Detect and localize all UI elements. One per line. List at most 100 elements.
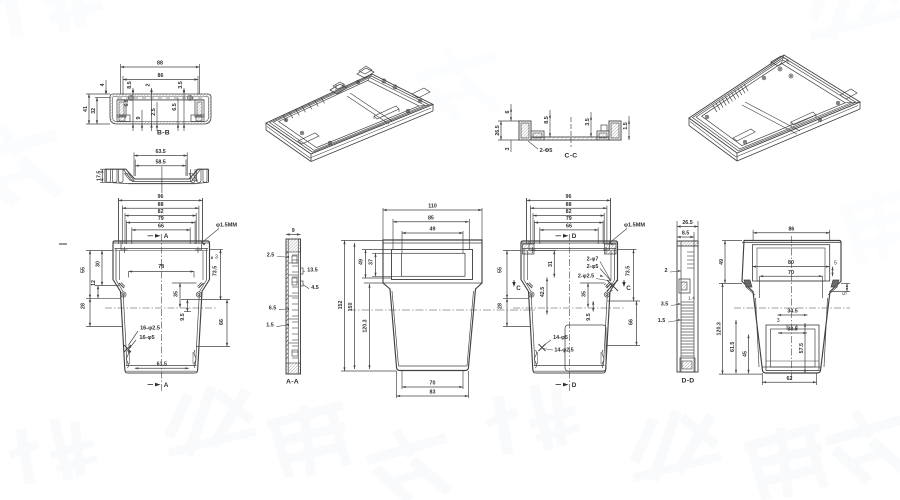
svg-text:35: 35 xyxy=(174,291,180,297)
svg-text:66: 66 xyxy=(158,224,164,230)
svg-text:4: 4 xyxy=(100,84,106,87)
svg-text:3.5: 3.5 xyxy=(178,81,184,89)
svg-text:2.5: 2.5 xyxy=(267,253,275,259)
svg-text:57.5: 57.5 xyxy=(799,343,805,353)
svg-text:2.5: 2.5 xyxy=(151,108,157,116)
svg-text:9.5: 9.5 xyxy=(180,313,186,320)
svg-text:3.5: 3.5 xyxy=(661,302,669,308)
svg-text:49: 49 xyxy=(719,259,725,265)
svg-text:45: 45 xyxy=(743,351,749,357)
svg-text:3: 3 xyxy=(777,318,780,324)
svg-text:110: 110 xyxy=(428,204,437,210)
svg-text:A: A xyxy=(164,382,169,389)
svg-text:1.5: 1.5 xyxy=(658,318,666,324)
svg-text:6: 6 xyxy=(505,111,511,114)
svg-text:73.5: 73.5 xyxy=(213,266,219,276)
svg-text:88: 88 xyxy=(566,202,572,208)
svg-text:3: 3 xyxy=(505,148,511,151)
svg-text:55: 55 xyxy=(81,267,87,273)
svg-text:33.5: 33.5 xyxy=(787,327,797,333)
svg-text:79: 79 xyxy=(566,216,572,222)
svg-text:13.5: 13.5 xyxy=(307,268,318,274)
svg-text:2-φ5: 2-φ5 xyxy=(587,264,599,270)
svg-text:D: D xyxy=(572,382,577,389)
svg-text:2-Φ5: 2-Φ5 xyxy=(540,148,553,154)
svg-text:96: 96 xyxy=(158,194,164,200)
svg-text:4.5: 4.5 xyxy=(311,285,319,291)
svg-text:1.4: 1.4 xyxy=(688,296,695,302)
svg-text:83: 83 xyxy=(430,390,436,396)
svg-text:6.5: 6.5 xyxy=(172,103,178,111)
svg-text:152: 152 xyxy=(338,301,344,310)
svg-text:61.5: 61.5 xyxy=(730,342,736,352)
svg-text:12: 12 xyxy=(91,280,97,286)
svg-text:120.3: 120.3 xyxy=(717,322,723,335)
svg-text:2-φ7: 2-φ7 xyxy=(587,257,599,263)
svg-text:49: 49 xyxy=(359,259,365,265)
svg-text:C: C xyxy=(626,285,631,292)
svg-text:70: 70 xyxy=(788,270,794,276)
svg-text:86: 86 xyxy=(788,226,794,232)
svg-text:6.5: 6.5 xyxy=(124,99,130,106)
svg-text:35: 35 xyxy=(582,291,588,297)
svg-text:88: 88 xyxy=(157,61,163,67)
svg-text:41: 41 xyxy=(83,106,89,112)
svg-text:86: 86 xyxy=(158,73,164,79)
svg-text:16-φ5: 16-φ5 xyxy=(139,335,154,341)
svg-text:2: 2 xyxy=(146,84,152,87)
svg-text:30: 30 xyxy=(96,261,102,267)
svg-text:8.5: 8.5 xyxy=(127,81,133,89)
svg-text:9: 9 xyxy=(136,117,142,120)
svg-text:A-A: A-A xyxy=(286,378,299,385)
svg-text:96: 96 xyxy=(566,194,572,200)
svg-text:63.5: 63.5 xyxy=(155,149,165,155)
svg-text:66: 66 xyxy=(219,319,225,325)
svg-text:26.5: 26.5 xyxy=(682,220,692,226)
svg-text:D-D: D-D xyxy=(682,378,695,385)
svg-text:79: 79 xyxy=(158,216,164,222)
svg-text:8.5: 8.5 xyxy=(544,116,550,124)
svg-text:9.5: 9.5 xyxy=(586,313,592,320)
svg-text:42.5: 42.5 xyxy=(540,287,546,297)
svg-text:φ1.5MM: φ1.5MM xyxy=(624,223,645,229)
svg-text:73.5: 73.5 xyxy=(626,266,632,276)
svg-text:6.5: 6.5 xyxy=(269,306,277,312)
svg-text:1.5: 1.5 xyxy=(266,323,274,329)
svg-text:B-B: B-B xyxy=(157,130,170,137)
svg-text:88: 88 xyxy=(158,202,164,208)
svg-text:61.5: 61.5 xyxy=(157,362,167,368)
svg-text:49: 49 xyxy=(430,227,436,233)
svg-text:66: 66 xyxy=(629,319,635,325)
svg-text:9: 9 xyxy=(292,228,295,234)
svg-text:14-φ2.5: 14-φ2.5 xyxy=(554,348,573,354)
svg-text:2-φ2.5: 2-φ2.5 xyxy=(578,274,594,280)
svg-text:70: 70 xyxy=(430,381,436,387)
svg-text:8.5: 8.5 xyxy=(682,231,689,237)
svg-text:17.5: 17.5 xyxy=(97,171,103,181)
svg-text:3.5: 3.5 xyxy=(585,118,591,126)
svg-text:80: 80 xyxy=(788,260,794,266)
svg-text:φ1.5MM: φ1.5MM xyxy=(216,223,237,229)
svg-text:37: 37 xyxy=(369,259,375,265)
svg-text:31: 31 xyxy=(548,261,554,267)
svg-text:32: 32 xyxy=(91,108,97,114)
svg-text:5: 5 xyxy=(834,261,837,267)
svg-text:62: 62 xyxy=(787,376,793,382)
svg-text:34.5: 34.5 xyxy=(787,309,797,315)
svg-text:85: 85 xyxy=(428,215,434,221)
svg-text:2: 2 xyxy=(665,268,668,274)
svg-text:A: A xyxy=(164,233,169,240)
svg-text:C: C xyxy=(516,285,521,292)
svg-text:28: 28 xyxy=(81,303,87,309)
svg-text:26.5: 26.5 xyxy=(495,125,501,135)
svg-text:14-φ5: 14-φ5 xyxy=(553,335,568,341)
svg-text:D: D xyxy=(572,233,577,240)
svg-text:82: 82 xyxy=(566,209,572,215)
svg-text:78: 78 xyxy=(158,264,164,270)
svg-text:28: 28 xyxy=(498,303,504,309)
svg-text:55: 55 xyxy=(498,267,504,273)
svg-text:66: 66 xyxy=(566,224,572,230)
svg-text:5: 5 xyxy=(843,292,849,295)
svg-text:C-C: C-C xyxy=(565,153,578,160)
svg-text:120.3: 120.3 xyxy=(363,319,369,332)
